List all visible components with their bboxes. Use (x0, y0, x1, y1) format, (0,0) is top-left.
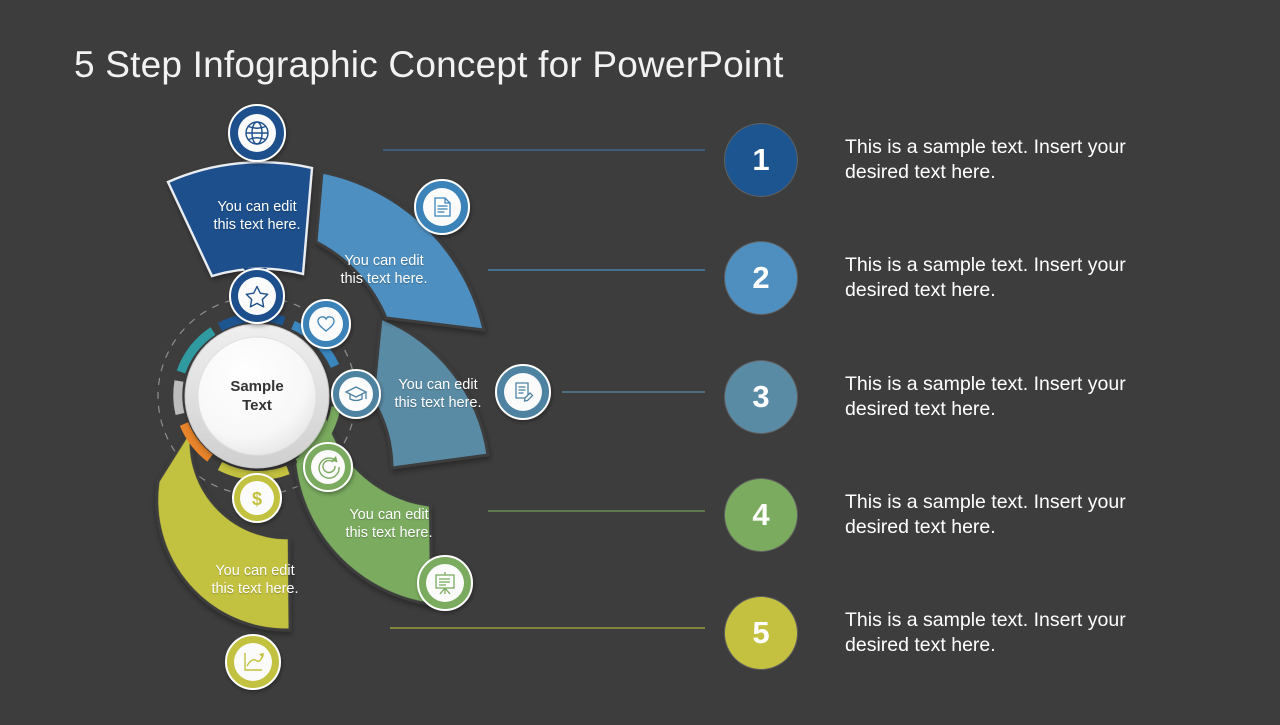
growth-chart-icon (244, 653, 264, 671)
steps-list: 1 This is a sample text. Insert your des… (725, 105, 1195, 695)
step-number-badge-5: 5 (725, 597, 797, 669)
badge-dollar[interactable]: $ (232, 473, 282, 523)
globe-icon (245, 121, 269, 145)
badge-graduation-cap[interactable] (331, 369, 381, 419)
refresh-cycle-icon (318, 456, 340, 479)
graduation-cap-icon (344, 386, 368, 402)
badge-presentation[interactable] (417, 555, 473, 611)
step-number-2: 2 (752, 260, 770, 295)
badge-refresh[interactable] (303, 442, 353, 492)
document-icon (434, 197, 451, 217)
step-text-2: This is a sample text. Insert your desir… (845, 254, 1126, 301)
step-number-badge-4: 4 (725, 479, 797, 551)
segment-5[interactable] (133, 423, 327, 634)
step-number-badge-1: 1 (725, 124, 797, 196)
dollar-icon: $ (252, 489, 262, 509)
badge-star[interactable] (229, 268, 285, 324)
list-item-5[interactable]: 5 This is a sample text. Insert your des… (725, 593, 1195, 673)
list-item-3[interactable]: 3 This is a sample text. Insert your des… (725, 357, 1195, 437)
list-item-2[interactable]: 2 This is a sample text. Insert your des… (725, 238, 1195, 318)
segment-1[interactable] (166, 155, 314, 278)
badge-growth-chart[interactable] (225, 634, 281, 690)
step-text-3: This is a sample text. Insert your desir… (845, 373, 1126, 420)
step-number-3: 3 (752, 379, 770, 414)
presentation-board-icon (435, 572, 455, 595)
step-text-4: This is a sample text. Insert your desir… (845, 491, 1126, 538)
step-text-5: This is a sample text. Insert your desir… (845, 609, 1126, 656)
step-number-1: 1 (752, 142, 770, 177)
badge-document[interactable] (414, 179, 470, 235)
center-inner-disc (197, 336, 317, 456)
badge-heart[interactable] (301, 299, 351, 349)
step-text-1: This is a sample text. Insert your desir… (845, 136, 1126, 183)
edit-document-icon (515, 382, 534, 402)
badge-globe[interactable] (228, 104, 286, 162)
step-number-4: 4 (752, 497, 770, 532)
heart-icon (317, 316, 335, 332)
segment-2[interactable] (314, 170, 486, 332)
badge-edit-document[interactable] (495, 364, 551, 420)
spiral-svg: $ (133, 104, 705, 690)
step-number-badge-2: 2 (725, 242, 797, 314)
list-item-4[interactable]: 4 This is a sample text. Insert your des… (725, 475, 1195, 555)
step-number-5: 5 (752, 615, 770, 650)
page-title: 5 Step Infographic Concept for PowerPoin… (74, 44, 784, 85)
list-item-1[interactable]: 1 This is a sample text. Insert your des… (725, 120, 1195, 200)
star-icon (245, 285, 269, 308)
segment-3[interactable] (371, 315, 490, 470)
step-number-badge-3: 3 (725, 361, 797, 433)
